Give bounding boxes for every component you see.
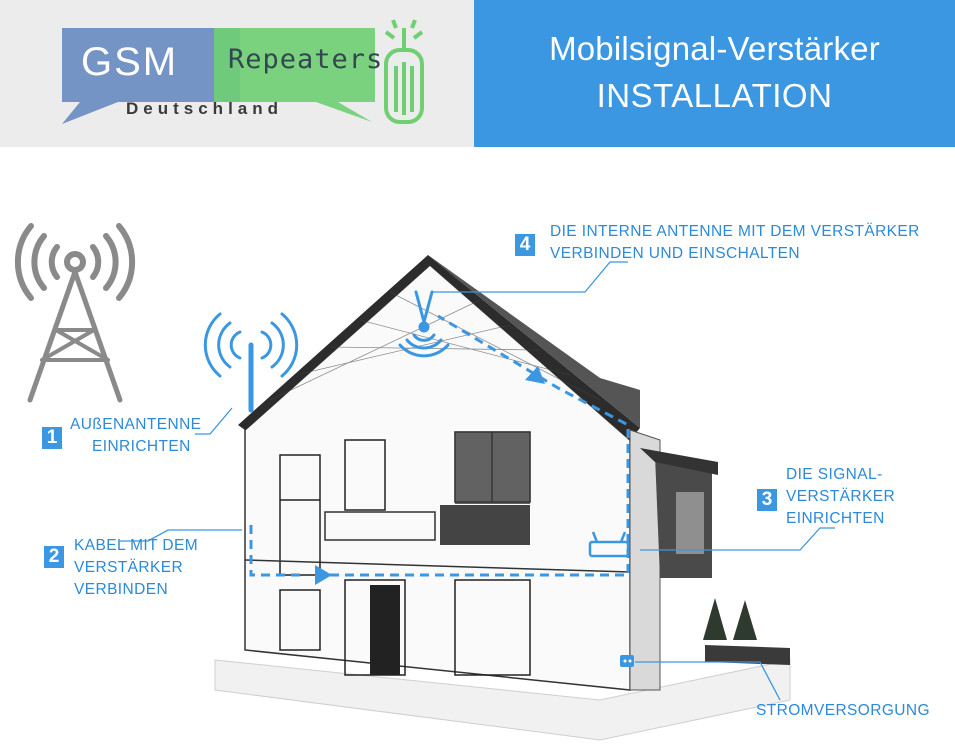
cable-arrow-up bbox=[525, 366, 545, 384]
roof-side bbox=[428, 255, 640, 428]
step-4-label: DIE INTERNE ANTENNE MIT DEM VERSTÄRKER V… bbox=[550, 223, 920, 262]
logo-repeaters-text: Repeaters bbox=[228, 44, 384, 75]
house-front-wall bbox=[244, 263, 631, 691]
step-4-number: 4 bbox=[515, 234, 535, 256]
title-panel: Mobilsignal-Verstärker INSTALLATION bbox=[474, 0, 955, 147]
door-dark bbox=[370, 585, 400, 675]
step-1-label: AUßENANTENNE EINRICHTEN bbox=[70, 416, 202, 455]
logo-country-text: Deutschland bbox=[126, 99, 284, 118]
cell-tower-icon bbox=[14, 223, 136, 403]
page-subtitle: INSTALLATION bbox=[596, 77, 833, 114]
repeater-icon bbox=[588, 531, 630, 558]
step-3-label: DIE SIGNAL- VERSTÄRKER EINRICHTEN bbox=[786, 466, 896, 527]
house-side-wall bbox=[629, 429, 661, 691]
step-3-number: 3 bbox=[757, 489, 777, 511]
logo-graphic bbox=[62, 19, 424, 126]
leader-lines bbox=[120, 261, 835, 701]
indoor-antenna-icon bbox=[398, 290, 450, 358]
step-1-number: 1 bbox=[42, 427, 62, 449]
step-2-label: KABEL MIT DEM VERSTÄRKER VERBINDEN bbox=[74, 537, 199, 598]
balcony-rail bbox=[324, 511, 436, 541]
steps bbox=[705, 645, 790, 665]
logo-underline-area bbox=[118, 102, 316, 126]
header: GSM Repeaters Deutschland Mobilsignal-Ve… bbox=[0, 0, 955, 147]
power-socket-icon bbox=[620, 655, 634, 667]
cable-route bbox=[249, 314, 630, 577]
power-supply-label: STROMVERSORGUNG bbox=[756, 702, 930, 719]
dark-window bbox=[455, 432, 530, 504]
cable-arrow-right bbox=[315, 565, 332, 585]
logo-green-bubble bbox=[214, 28, 375, 122]
logo-phone-icon bbox=[384, 19, 424, 124]
trees bbox=[703, 598, 757, 640]
ground-slab bbox=[214, 659, 791, 741]
page-title: Mobilsignal-Verstärker bbox=[549, 30, 880, 67]
logo-blue-bubble bbox=[62, 28, 240, 124]
balcony-box bbox=[440, 505, 530, 545]
step-2-number: 2 bbox=[44, 546, 64, 568]
outdoor-antenna-icon bbox=[203, 312, 299, 413]
annex-window bbox=[676, 492, 704, 554]
annex-roof bbox=[640, 448, 718, 475]
logo-panel: GSM Repeaters Deutschland bbox=[0, 0, 474, 147]
logo-gsm-text: GSM bbox=[81, 40, 179, 84]
floor-line bbox=[244, 559, 631, 573]
